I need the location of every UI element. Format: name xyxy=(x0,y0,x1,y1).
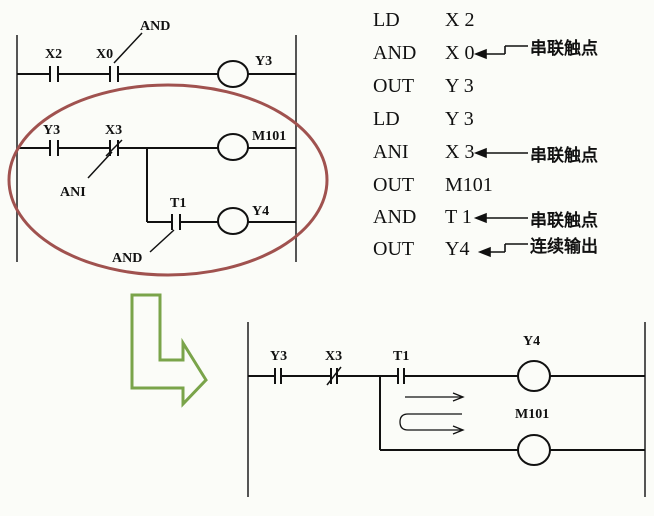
contact-label-x3: X3 xyxy=(105,123,122,138)
coil-y4-2 xyxy=(517,360,551,392)
operand: Y 3 xyxy=(445,108,474,130)
operand: X 3 xyxy=(445,141,475,163)
coil-m101 xyxy=(217,133,249,161)
highlight-ellipse xyxy=(7,83,329,277)
contact-label-x2: X2 xyxy=(45,47,62,62)
opcode: OUT xyxy=(373,238,415,260)
note-series-contact: 串联触点 xyxy=(530,211,598,231)
transform-arrow xyxy=(130,293,208,408)
operand: Y4 xyxy=(445,238,470,260)
callout-and-top: AND xyxy=(140,19,170,34)
coil-y3 xyxy=(217,60,249,88)
contact-label-t1-2: T1 xyxy=(393,349,409,364)
contact-label-t1: T1 xyxy=(170,196,186,211)
operand: Y 3 xyxy=(445,75,474,97)
diagram-2 xyxy=(247,322,646,497)
diagram-1 xyxy=(7,32,329,277)
operand: X 2 xyxy=(445,9,475,31)
rung-2 xyxy=(17,133,296,179)
flow-arrows xyxy=(399,392,465,435)
operand: T 1 xyxy=(445,206,472,228)
operand: M101 xyxy=(445,174,493,196)
coil-label-y3: Y3 xyxy=(255,54,272,69)
contact-label-x3-2: X3 xyxy=(325,349,342,364)
note-continuous-output: 连续输出 xyxy=(530,237,598,257)
coil-label-m101: M101 xyxy=(252,129,286,144)
contact-label-x0: X0 xyxy=(96,47,113,62)
opcode: OUT xyxy=(373,75,415,97)
coil-label-m101-2: M101 xyxy=(515,407,549,422)
opcode: AND xyxy=(373,42,417,64)
note-arrows xyxy=(473,45,528,258)
opcode: LD xyxy=(373,108,400,130)
note-series-contact: 串联触点 xyxy=(530,146,598,166)
opcode: AND xyxy=(373,206,417,228)
operand: X 0 xyxy=(445,42,475,64)
opcode: ANI xyxy=(373,141,409,163)
contact-label-y3-2: Y3 xyxy=(270,349,287,364)
callout-ani: ANI xyxy=(60,185,86,200)
opcode: OUT xyxy=(373,174,415,196)
note-series-contact: 串联触点 xyxy=(530,39,598,59)
rung-1 xyxy=(17,32,296,88)
coil-label-y4: Y4 xyxy=(252,204,269,219)
branch-t1 xyxy=(146,148,296,253)
coil-y4 xyxy=(217,207,249,235)
coil-label-y4-2: Y4 xyxy=(523,334,540,349)
contact-label-y3: Y3 xyxy=(43,123,60,138)
opcode: LD xyxy=(373,9,400,31)
coil-m101-2 xyxy=(517,434,551,466)
callout-and-bottom: AND xyxy=(112,251,142,266)
